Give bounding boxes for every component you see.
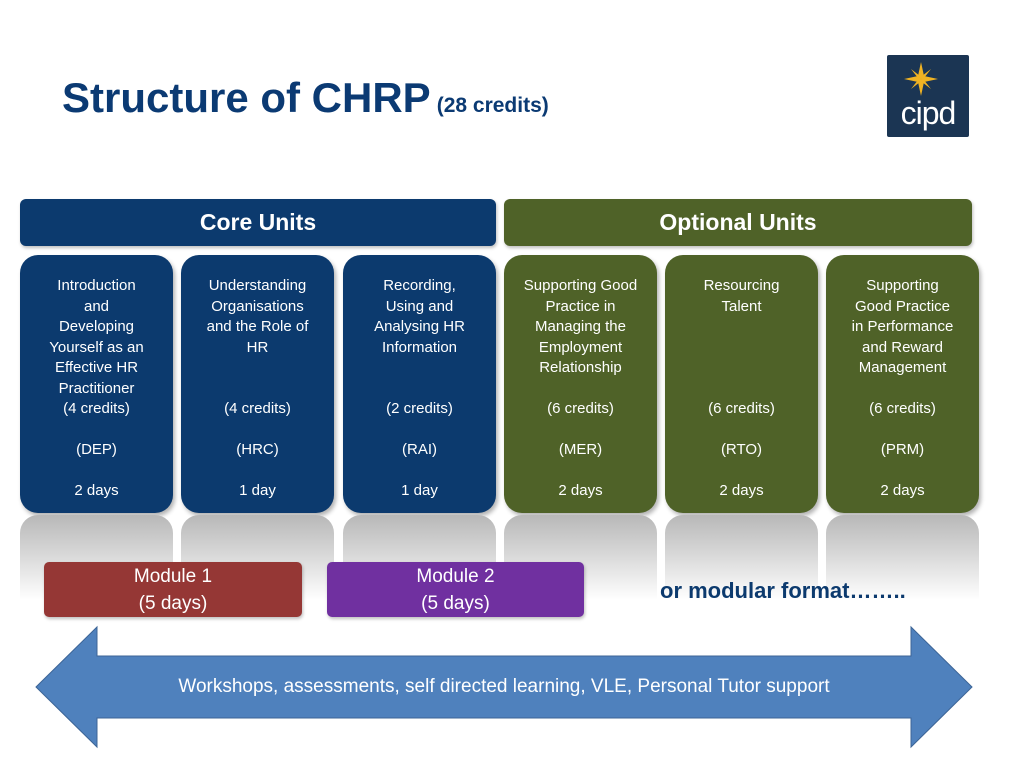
card-reflection <box>826 515 979 600</box>
unit-text-line: (HRC) <box>236 441 279 458</box>
page-title-main: Structure of CHRP <box>62 74 431 121</box>
unit-text-line: (DEP) <box>76 441 117 458</box>
module-duration: (5 days) <box>421 593 490 614</box>
unit-text-line: Recording, <box>383 277 456 294</box>
unit-text-line: (RAI) <box>402 441 437 458</box>
unit-text-line: Resourcing <box>703 277 780 294</box>
core-units-header: Core Units <box>20 199 496 246</box>
star-burst-icon <box>904 62 938 96</box>
modular-format-note: or modular format…….. <box>660 578 906 603</box>
unit-text-line: 2 days <box>74 482 119 499</box>
unit-text-line: Talent <box>721 297 762 315</box>
module-2-box: Module 2 (5 days) <box>327 562 584 617</box>
page-title-credits: (28 credits) <box>436 94 549 117</box>
unit-text-line: Introduction <box>57 277 136 294</box>
unit-text-line: HR <box>246 338 269 356</box>
unit-text-line: (6 credits) <box>547 400 614 417</box>
unit-text-line: Managing the <box>535 318 626 335</box>
unit-text-line: and the Role of <box>206 318 309 335</box>
module-duration: (5 days) <box>138 593 208 614</box>
unit-text-line: and Reward <box>862 338 943 356</box>
unit-text-line: Practitioner <box>58 379 135 397</box>
unit-text-line: Good Practice <box>854 297 951 315</box>
unit-text-line: 2 days <box>558 482 603 499</box>
logo-text: cipd <box>900 95 957 131</box>
card-reflection <box>665 515 818 600</box>
unit-text-line: Organisations <box>211 297 304 315</box>
optional-units-header: Optional Units <box>504 199 972 246</box>
unit-text-line: (2 credits) <box>386 400 453 417</box>
unit-text-line: (PRM) <box>880 441 925 458</box>
unit-text-line: in Performance <box>851 318 954 335</box>
unit-text-line: Developing <box>58 318 135 335</box>
unit-text-line: Information <box>381 338 458 356</box>
unit-text-line: (4 credits) <box>63 400 130 417</box>
unit-text-line: Yourself as an <box>49 338 144 356</box>
page-title: Structure of CHRP(28 credits) <box>62 74 549 122</box>
unit-text-line: 1 day <box>401 482 438 499</box>
unit-text-line: (MER) <box>558 441 603 458</box>
unit-text-line: (4 credits) <box>224 400 291 417</box>
unit-text-line: Employment <box>538 338 623 356</box>
module-label: Module 2 <box>416 566 495 587</box>
unit-text-line: Practice in <box>545 297 616 315</box>
module-label: Module 1 <box>133 566 213 587</box>
unit-text-line: 2 days <box>719 482 764 499</box>
module-1-box: Module 1 (5 days) <box>44 562 302 617</box>
unit-text-line: (RTO) <box>720 441 763 458</box>
unit-text-line: and <box>83 297 110 315</box>
unit-text-line: Management <box>858 359 947 376</box>
support-arrow-text: Workshops, assessments, self directed le… <box>178 676 830 697</box>
unit-text-line: (6 credits) <box>708 400 775 417</box>
unit-text-line: Using and <box>385 297 454 315</box>
unit-text-line: 2 days <box>880 482 925 499</box>
unit-text-line: Supporting <box>866 277 939 294</box>
unit-text-line: Understanding <box>208 277 307 294</box>
unit-text-line: Supporting Good <box>523 277 638 294</box>
unit-text-line: Effective HR <box>54 359 139 376</box>
unit-text-line: Analysing HR <box>374 318 465 335</box>
cipd-logo: cipd <box>887 55 969 137</box>
unit-text-line: (6 credits) <box>869 400 936 417</box>
unit-text-line: 1 day <box>239 482 276 499</box>
unit-text-line: Relationship <box>539 359 622 376</box>
